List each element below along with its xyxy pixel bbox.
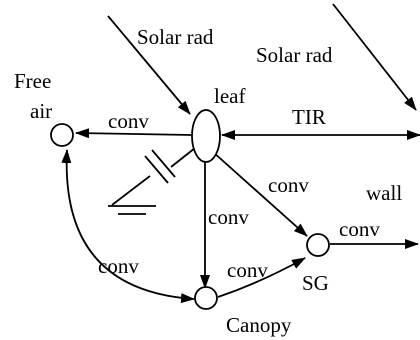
label-solar-rad-2: Solar rad — [256, 43, 333, 67]
edge-canopy-sg-conv — [217, 257, 306, 298]
label-solar-rad-1: Solar rad — [137, 25, 214, 49]
label-free-air-line1: Free — [14, 69, 51, 93]
label-conv-leaf-sg: conv — [268, 173, 309, 197]
label-leaf: leaf — [214, 84, 245, 108]
label-tir: TIR — [292, 105, 326, 129]
label-conv-leaf-air: conv — [108, 109, 149, 133]
canopy-node — [194, 286, 218, 310]
edge-air-canopy-conv — [61, 149, 195, 304]
capacitor-ground-symbol — [108, 147, 196, 215]
solar-rad-arrow-leaf — [107, 15, 191, 115]
label-conv-canopy-sg: conv — [227, 258, 268, 282]
leaf-node — [191, 109, 221, 163]
solar-rad-arrow-wall — [332, 3, 417, 111]
edge-leaf-air-conv — [75, 128, 193, 139]
label-sg: SG — [302, 271, 329, 295]
sg-node — [306, 233, 330, 257]
free-air-node — [50, 123, 74, 147]
label-wall: wall — [366, 181, 402, 205]
label-conv-air-canopy: conv — [98, 254, 139, 278]
edge-leaf-sg-conv — [212, 151, 308, 237]
label-conv-sg-wall: conv — [339, 217, 380, 241]
label-conv-leaf-canopy: conv — [208, 205, 249, 229]
label-free-air-line2: air — [30, 99, 52, 123]
label-canopy: Canopy — [226, 313, 292, 337]
